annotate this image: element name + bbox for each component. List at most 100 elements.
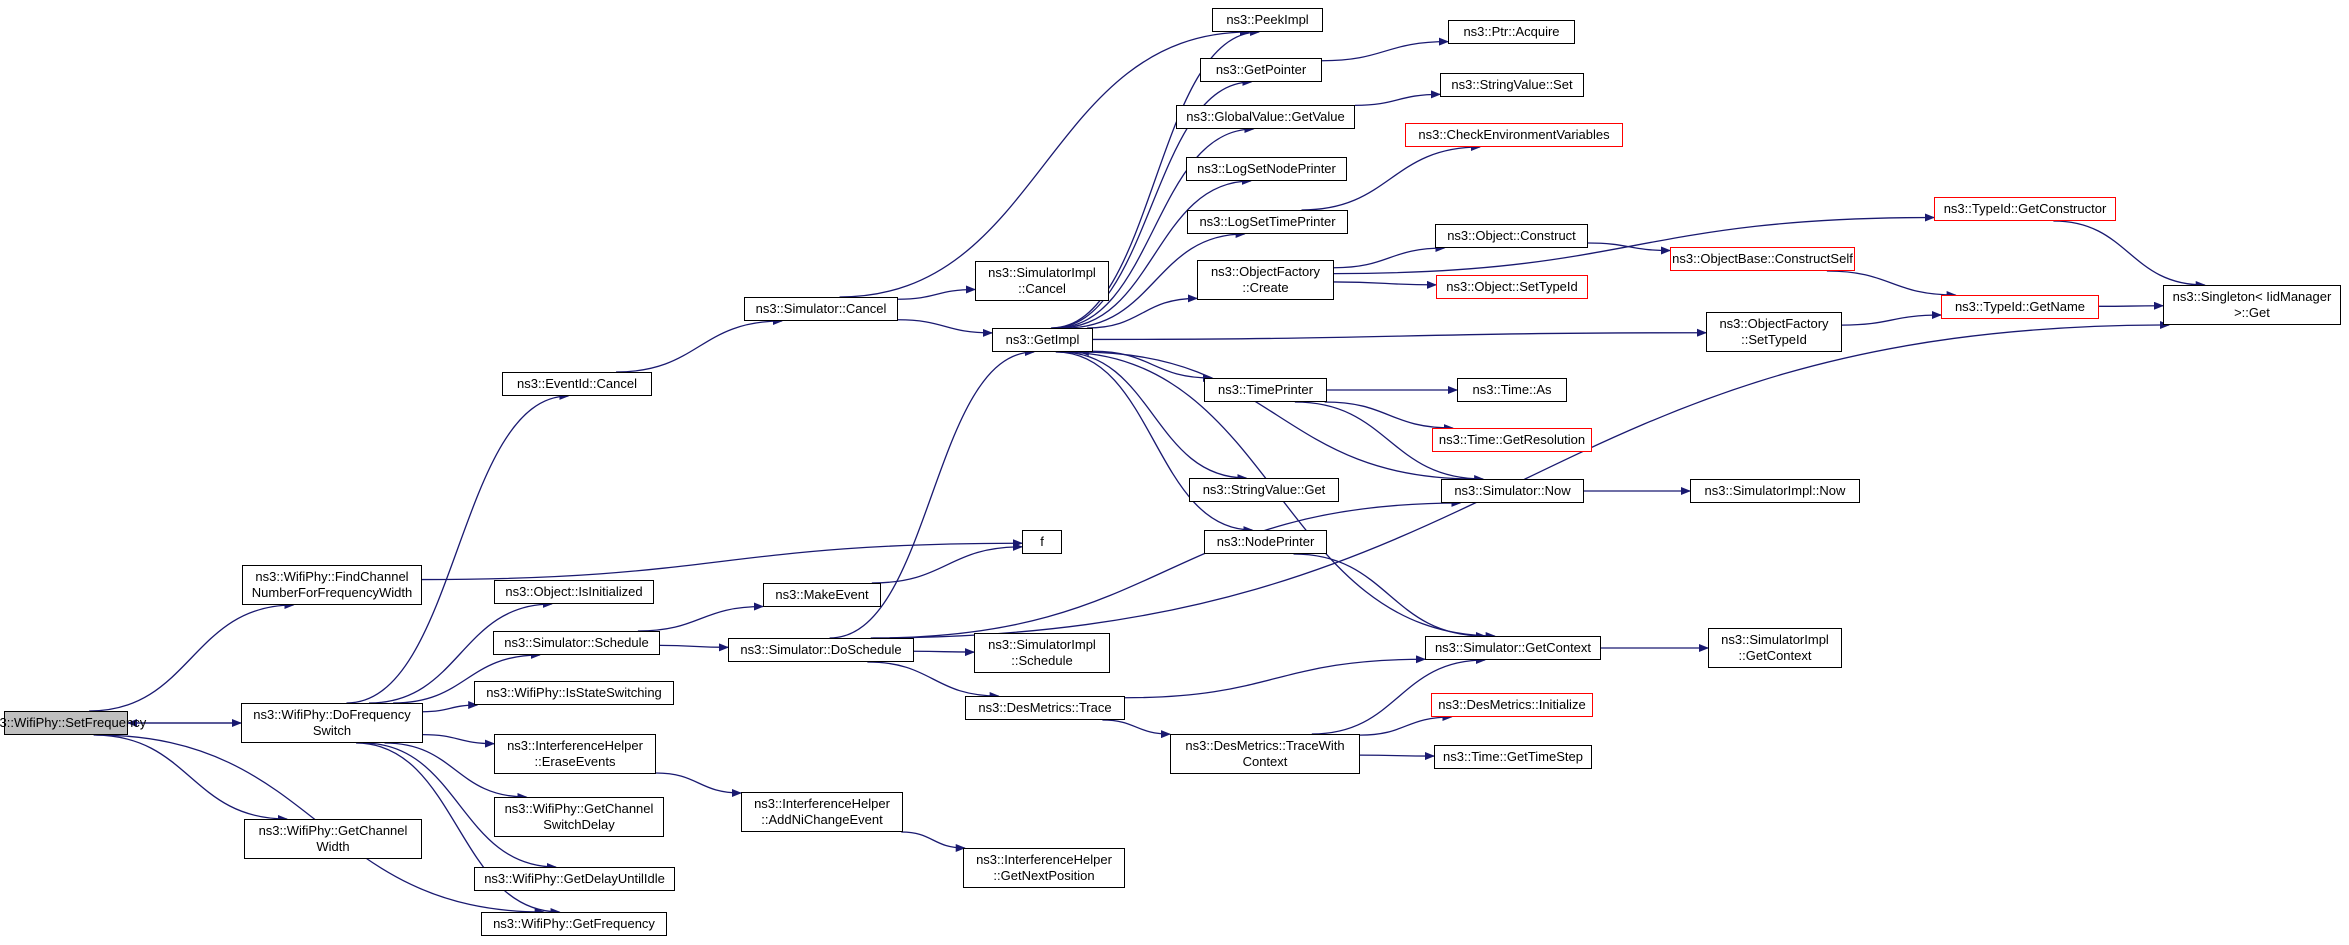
node-ofsettype[interactable]: ns3::ObjectFactory ::SetTypeId bbox=[1706, 312, 1842, 352]
edge-dofreq-to-getchswd bbox=[384, 742, 528, 801]
edge-ofcreate-to-objsettype bbox=[1333, 280, 1437, 289]
edge-getimpl-to-ofcreate bbox=[1087, 294, 1198, 329]
node-lognode[interactable]: ns3::LogSetNodePrinter bbox=[1186, 157, 1347, 181]
edge-ofcreate-to-objconstruct bbox=[1333, 244, 1446, 269]
node-timestep[interactable]: ns3::Time::GetTimeStep bbox=[1434, 745, 1592, 769]
node-simsched[interactable]: ns3::Simulator::Schedule bbox=[493, 631, 660, 655]
node-singleton[interactable]: ns3::Singleton< IidManager >::Get bbox=[2163, 285, 2341, 325]
edge-timeprinter-to-timeres bbox=[1324, 401, 1454, 432]
edge-dofreq-to-getdelay bbox=[363, 742, 557, 871]
edge-ihereset-to-addni bbox=[655, 772, 742, 797]
node-setfreq: ns3::WifiPhy::SetFrequency bbox=[0, 711, 146, 735]
node-ihereset[interactable]: ns3::InterferenceHelper ::EraseEvents bbox=[494, 734, 656, 774]
edge-destrace-to-simgetctx bbox=[1124, 655, 1426, 699]
edge-getimpl-to-timeprinter bbox=[1092, 350, 1213, 382]
node-svget[interactable]: ns3::StringValue::Get bbox=[1189, 478, 1339, 502]
edge-dofreq-to-isstate bbox=[422, 701, 479, 713]
edge-ofcreate-to-tidgetctor bbox=[1333, 213, 1935, 275]
node-dosched[interactable]: ns3::Simulator::DoSchedule bbox=[728, 638, 914, 662]
node-ofcreate[interactable]: ns3::ObjectFactory ::Create bbox=[1197, 260, 1334, 300]
edge-setfreq-to-findch bbox=[89, 601, 295, 712]
edge-destracectx-to-timestep bbox=[1359, 752, 1435, 761]
node-nodeprinter[interactable]: ns3::NodePrinter bbox=[1204, 530, 1327, 554]
node-timeprinter[interactable]: ns3::TimePrinter bbox=[1204, 378, 1327, 402]
edge-objconstruct-to-obconstructself bbox=[1587, 242, 1671, 255]
edge-getimpl-to-logtime bbox=[1065, 230, 1246, 329]
node-getimpl[interactable]: ns3::GetImpl bbox=[992, 328, 1093, 352]
node-evcancel[interactable]: ns3::EventId::Cancel bbox=[502, 372, 652, 396]
node-getdelay[interactable]: ns3::WifiPhy::GetDelayUntilIdle bbox=[474, 867, 675, 891]
edge-findch-to-f bbox=[421, 539, 1023, 581]
node-objsettype[interactable]: ns3::Object::SetTypeId bbox=[1436, 275, 1588, 299]
node-objconstruct[interactable]: ns3::Object::Construct bbox=[1435, 224, 1588, 248]
node-checkenv[interactable]: ns3::CheckEnvironmentVariables bbox=[1405, 123, 1623, 147]
edge-logtime-to-checkenv bbox=[1301, 143, 1481, 211]
edge-dosched-to-simimplsched bbox=[913, 648, 975, 657]
node-simimplsched[interactable]: ns3::SimulatorImpl ::Schedule bbox=[974, 633, 1110, 673]
edge-timeprinter-to-simnow bbox=[1294, 401, 1485, 483]
node-peekimpl[interactable]: ns3::PeekImpl bbox=[1212, 8, 1323, 32]
node-getfreq[interactable]: ns3::WifiPhy::GetFrequency bbox=[481, 912, 667, 936]
node-simimplcancel[interactable]: ns3::SimulatorImpl ::Cancel bbox=[975, 261, 1109, 301]
node-timeas[interactable]: ns3::Time::As bbox=[1457, 378, 1567, 402]
edge-dofreq-to-getfreq bbox=[356, 742, 561, 916]
node-getpointer[interactable]: ns3::GetPointer bbox=[1200, 58, 1322, 82]
edge-dofreq-to-objinit bbox=[368, 600, 553, 704]
node-destrace[interactable]: ns3::DesMetrics::Trace bbox=[965, 696, 1125, 720]
node-findch[interactable]: ns3::WifiPhy::FindChannel NumberForFrequ… bbox=[242, 565, 422, 605]
edge-getimpl-to-svget bbox=[1060, 351, 1248, 482]
node-isstate[interactable]: ns3::WifiPhy::IsStateSwitching bbox=[474, 681, 674, 705]
node-simgetctx[interactable]: ns3::Simulator::GetContext bbox=[1425, 636, 1601, 660]
node-destracectx[interactable]: ns3::DesMetrics::TraceWith Context bbox=[1170, 734, 1360, 774]
edge-ofsettype-to-tidgetname bbox=[1841, 311, 1942, 326]
edge-dofreq-to-ihereset bbox=[422, 733, 495, 748]
node-getchw[interactable]: ns3::WifiPhy::GetChannel Width bbox=[244, 819, 422, 859]
edge-simnow-to-getimpl bbox=[1078, 348, 1476, 480]
edge-destracectx-to-desinit bbox=[1359, 713, 1453, 736]
node-getchswd[interactable]: ns3::WifiPhy::GetChannel SwitchDelay bbox=[494, 797, 664, 837]
edge-obconstructself-to-tidgetname bbox=[1826, 270, 1957, 299]
node-getnextpos[interactable]: ns3::InterferenceHelper ::GetNextPositio… bbox=[963, 848, 1125, 888]
edge-getimpl-to-peekimpl bbox=[1050, 28, 1261, 329]
edge-simsched-to-dosched bbox=[659, 643, 729, 652]
edge-getimpl-to-gvget bbox=[1054, 125, 1255, 329]
edge-setfreq-to-getchw bbox=[93, 734, 288, 823]
node-tidgetname[interactable]: ns3::TypeId::GetName bbox=[1941, 295, 2099, 319]
node-objinit[interactable]: ns3::Object::IsInitialized bbox=[494, 580, 654, 604]
edge-dofreq-to-simsched bbox=[393, 651, 541, 704]
edge-dosched-to-destrace bbox=[867, 661, 1000, 700]
edge-tidgetctor-to-singleton bbox=[2053, 220, 2206, 289]
node-ptracquire[interactable]: ns3::Ptr::Acquire bbox=[1448, 20, 1575, 44]
edge-simcancel-to-simimplcancel bbox=[897, 285, 976, 300]
node-makeevent[interactable]: ns3::MakeEvent bbox=[763, 583, 881, 607]
edge-simsched-to-makeevent bbox=[637, 602, 764, 632]
edge-dosched-to-getimpl bbox=[829, 348, 1035, 639]
node-dofreq[interactable]: ns3::WifiPhy::DoFrequency Switch bbox=[241, 703, 423, 743]
edge-getimpl-to-getpointer bbox=[1052, 78, 1253, 329]
node-timeres[interactable]: ns3::Time::GetResolution bbox=[1432, 428, 1592, 452]
node-simimplnow[interactable]: ns3::SimulatorImpl::Now bbox=[1690, 479, 1860, 503]
node-obconstructself[interactable]: ns3::ObjectBase::ConstructSelf bbox=[1670, 247, 1855, 271]
edge-getimpl-to-ofsettype bbox=[1092, 328, 1707, 341]
node-f[interactable]: f bbox=[1022, 530, 1062, 554]
edge-makeevent-to-f bbox=[871, 542, 1023, 584]
node-addni[interactable]: ns3::InterferenceHelper ::AddNiChangeEve… bbox=[741, 792, 903, 832]
edge-getimpl-to-lognode bbox=[1058, 177, 1252, 329]
node-gvget[interactable]: ns3::GlobalValue::GetValue bbox=[1176, 105, 1355, 129]
edge-dofreq-to-evcancel bbox=[346, 392, 570, 704]
edge-nodeprinter-to-simgetctx bbox=[1293, 553, 1486, 640]
edge-getimpl-to-nodeprinter bbox=[1055, 351, 1254, 534]
node-simimplgetctx[interactable]: ns3::SimulatorImpl ::GetContext bbox=[1708, 628, 1842, 668]
node-desinit[interactable]: ns3::DesMetrics::Initialize bbox=[1431, 693, 1593, 717]
node-svset[interactable]: ns3::StringValue::Set bbox=[1440, 73, 1584, 97]
node-simnow[interactable]: ns3::Simulator::Now bbox=[1441, 479, 1584, 503]
node-simcancel[interactable]: ns3::Simulator::Cancel bbox=[744, 297, 898, 321]
node-logtime[interactable]: ns3::LogSetTimePrinter bbox=[1187, 210, 1348, 234]
edge-tidgetname-to-singleton bbox=[2098, 301, 2164, 310]
edge-addni-to-getnextpos bbox=[901, 831, 966, 852]
node-tidgetctor[interactable]: ns3::TypeId::GetConstructor bbox=[1934, 197, 2116, 221]
edge-getpointer-to-ptracquire bbox=[1321, 37, 1449, 62]
edge-simcancel-to-getimpl bbox=[897, 319, 993, 337]
